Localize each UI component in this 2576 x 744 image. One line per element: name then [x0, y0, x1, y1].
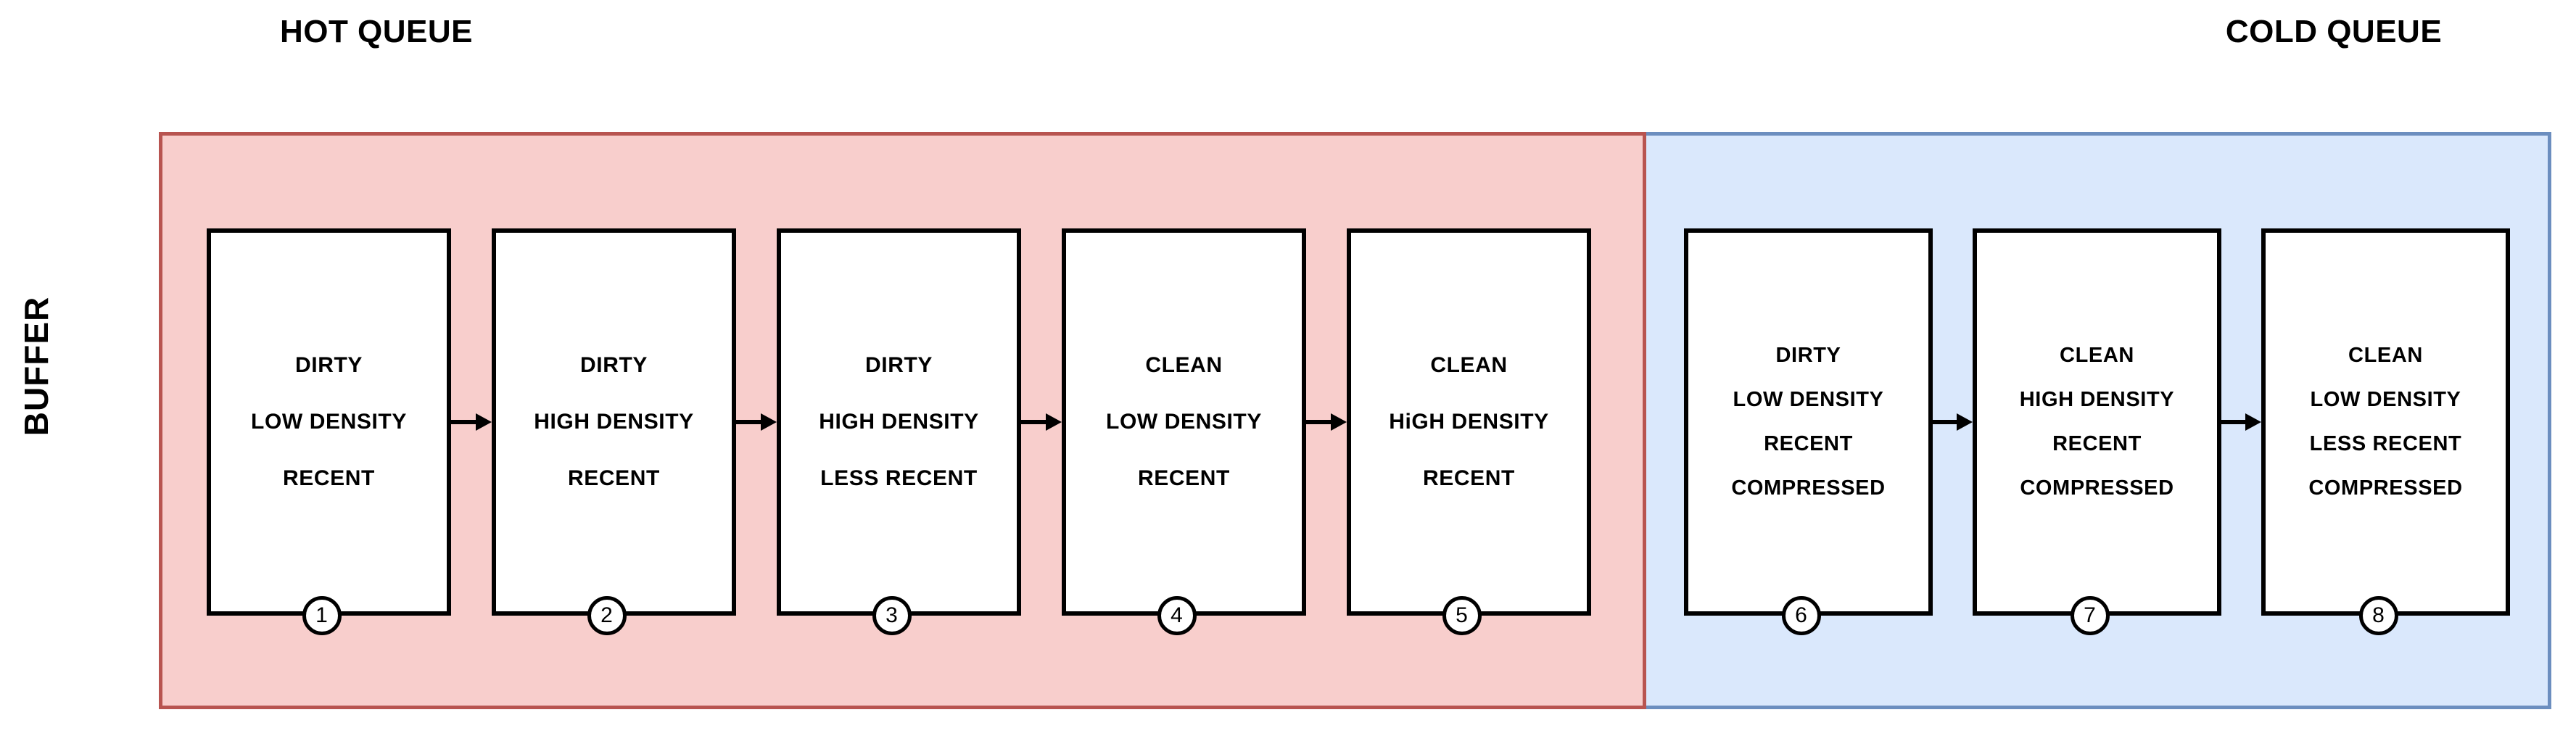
card-lines: DIRTY HIGH DENSITY LESS RECENT — [781, 337, 1017, 507]
card-line: RECENT — [568, 466, 660, 490]
card-line: LOW DENSITY — [1106, 410, 1262, 434]
hot-queue-title: HOT QUEUE — [279, 14, 474, 49]
flow-arrow-icon — [1933, 413, 1973, 431]
card-line: RECENT — [283, 466, 375, 490]
card-index-badge-4: 4 — [1157, 596, 1197, 635]
flow-arrow-icon — [1306, 413, 1347, 431]
queue-card-4[interactable]: CLEAN LOW DENSITY RECENT — [1062, 228, 1306, 616]
queue-card-3[interactable]: DIRTY HIGH DENSITY LESS RECENT — [777, 228, 1021, 616]
card-line: LOW DENSITY — [1733, 388, 1884, 411]
card-index-badge-6: 6 — [1781, 596, 1821, 635]
card-index-badge-1: 1 — [302, 596, 342, 635]
card-line: HiGH DENSITY — [1389, 410, 1549, 434]
card-index-badge-2: 2 — [587, 596, 627, 635]
card-lines: CLEAN LOW DENSITY RECENT — [1066, 337, 1302, 507]
card-index-badge-8: 8 — [2358, 596, 2398, 635]
card-line: COMPRESSED — [2020, 476, 2174, 500]
card-index-badge-3: 3 — [872, 596, 912, 635]
queue-divider — [1643, 132, 1646, 709]
arrow-head — [1331, 413, 1347, 431]
queue-card-6[interactable]: DIRTY LOW DENSITY RECENT COMPRESSED — [1684, 228, 1933, 616]
card-line: HIGH DENSITY — [819, 410, 979, 434]
card-line: CLEAN — [2060, 344, 2134, 367]
flow-arrow-icon — [2221, 413, 2261, 431]
card-line: DIRTY — [1775, 344, 1841, 367]
card-line: COMPRESSED — [2308, 476, 2463, 500]
queue-card-2[interactable]: DIRTY HIGH DENSITY RECENT — [492, 228, 736, 616]
card-line: RECENT — [1764, 432, 1853, 455]
card-lines: DIRTY HIGH DENSITY RECENT — [496, 337, 732, 507]
arrow-shaft — [451, 420, 477, 424]
card-line: CLEAN — [1430, 353, 1508, 377]
card-line: LOW DENSITY — [251, 410, 407, 434]
card-line: DIRTY — [580, 353, 648, 377]
card-line: HIGH DENSITY — [2019, 388, 2175, 411]
arrow-head — [1046, 413, 1062, 431]
arrow-shaft — [1933, 420, 1958, 424]
flow-arrow-icon — [736, 413, 777, 431]
card-line: LOW DENSITY — [2310, 388, 2461, 411]
buffer-label: BUFFER — [17, 296, 55, 437]
card-lines: DIRTY LOW DENSITY RECENT COMPRESSED — [1688, 334, 1928, 511]
card-line: RECENT — [1423, 466, 1515, 490]
arrow-shaft — [736, 420, 762, 424]
card-line: DIRTY — [865, 353, 933, 377]
cold-queue-title: COLD QUEUE — [2225, 14, 2443, 49]
card-lines: CLEAN LOW DENSITY LESS RECENT COMPRESSED — [2266, 334, 2506, 511]
arrow-head — [1957, 413, 1973, 431]
card-line: RECENT — [1138, 466, 1230, 490]
arrow-head — [2245, 413, 2261, 431]
arrow-head — [476, 413, 492, 431]
flow-arrow-icon — [1021, 413, 1062, 431]
arrow-shaft — [2221, 420, 2247, 424]
card-index-badge-7: 7 — [2070, 596, 2110, 635]
card-line: CLEAN — [1145, 353, 1223, 377]
queue-card-5[interactable]: CLEAN HiGH DENSITY RECENT — [1347, 228, 1591, 616]
card-line: COMPRESSED — [1731, 476, 1886, 500]
queue-card-1[interactable]: DIRTY LOW DENSITY RECENT — [207, 228, 451, 616]
card-index-badge-5: 5 — [1442, 596, 1482, 635]
flow-arrow-icon — [451, 413, 492, 431]
card-line: LESS RECENT — [820, 466, 978, 490]
arrow-head — [761, 413, 777, 431]
card-line: RECENT — [2052, 432, 2142, 455]
card-line: HIGH DENSITY — [534, 410, 694, 434]
arrow-shaft — [1306, 420, 1332, 424]
card-lines: CLEAN HIGH DENSITY RECENT COMPRESSED — [1977, 334, 2217, 511]
card-lines: CLEAN HiGH DENSITY RECENT — [1351, 337, 1587, 507]
card-line: DIRTY — [295, 353, 363, 377]
card-line: CLEAN — [2348, 344, 2423, 367]
queue-card-8[interactable]: CLEAN LOW DENSITY LESS RECENT COMPRESSED — [2261, 228, 2510, 616]
card-lines: DIRTY LOW DENSITY RECENT — [211, 337, 447, 507]
card-line: LESS RECENT — [2309, 432, 2462, 455]
queue-card-7[interactable]: CLEAN HIGH DENSITY RECENT COMPRESSED — [1973, 228, 2221, 616]
arrow-shaft — [1021, 420, 1047, 424]
